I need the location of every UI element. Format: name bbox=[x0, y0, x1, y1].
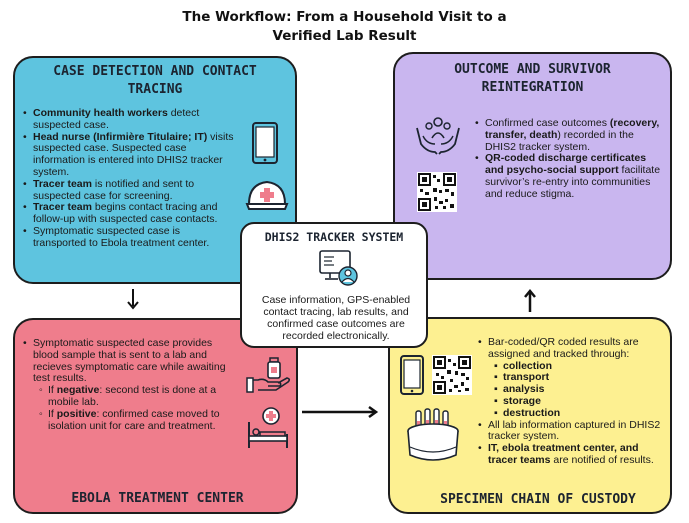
case-detection-item: Community health workers detect suspecte… bbox=[21, 107, 235, 132]
item-text: visits suspected case. Suspected case in… bbox=[33, 130, 234, 178]
item-bold: IT, ebola treatment center, and tracer t… bbox=[488, 442, 639, 466]
tablet-icon bbox=[400, 355, 424, 395]
item-text: All lab information captured in DHIS2 tr… bbox=[488, 418, 661, 443]
page-title-line-2: Verified Lab Result bbox=[272, 28, 417, 44]
specimen-item: IT, ebola treatment center, and tracer t… bbox=[476, 442, 668, 467]
ebola-center-title: EBOLA TREATMENT CENTER bbox=[71, 491, 244, 506]
specimen-item: All lab information captured in DHIS2 tr… bbox=[476, 418, 668, 444]
page-title-line-1: The Workflow: From a Household Visit to … bbox=[182, 9, 507, 25]
item-bold: positive bbox=[56, 407, 97, 420]
item-bold: Community health workers bbox=[33, 107, 168, 119]
page-title: The Workflow: From a Household Visit to … bbox=[0, 8, 689, 46]
outcome-title-line-2: REINTEGRATION bbox=[481, 80, 584, 95]
item-bold: negative bbox=[56, 384, 100, 397]
outcome-item: Confirmed case outcomes (recovery, trans… bbox=[473, 117, 663, 153]
item-text: is notified and sent to suspected case f… bbox=[33, 177, 195, 202]
item-text: Symptomatic suspected case is transporte… bbox=[33, 224, 210, 249]
item-text: Bar-coded/QR coded results are assigned … bbox=[488, 336, 639, 360]
hospital-bed-icon bbox=[248, 407, 288, 448]
case-detection-item: Head nurse (Infirmière Titulaire; IT) vi… bbox=[21, 130, 235, 179]
specimen-stage: analysis bbox=[492, 383, 668, 396]
specimen-item: Bar-coded/QR coded results are assigned … bbox=[476, 336, 668, 361]
item-bold: Head nurse (Infirmière Titulaire; IT) bbox=[33, 130, 208, 143]
arrow-up-icon bbox=[524, 289, 536, 312]
item-text: detect suspected case. bbox=[33, 107, 200, 131]
item-text: ) recorded in the DHIS2 tracker system. bbox=[485, 128, 634, 153]
case-detection-box: CASE DETECTION AND CONTACT TRACING Commu… bbox=[13, 56, 297, 284]
outcome-item: QR-coded discharge certificates and psyc… bbox=[473, 153, 663, 200]
centrifuge-icon bbox=[407, 408, 459, 461]
item-text: Symptomatic suspected case provides bloo… bbox=[33, 337, 226, 385]
item-bold: Tracer team bbox=[33, 201, 92, 214]
item-bold: (recovery, transfer, death bbox=[485, 117, 660, 141]
case-detection-item: Tracer team begins contact tracing and f… bbox=[21, 201, 235, 226]
item-text: If bbox=[48, 384, 57, 397]
arrow-right-icon bbox=[302, 405, 379, 419]
ebola-center-box: Symptomatic suspected case provides bloo… bbox=[13, 318, 298, 514]
item-text: facilitate survivor’s re-entry into comm… bbox=[485, 164, 661, 200]
outcome-list: Confirmed case outcomes (recovery, trans… bbox=[473, 117, 663, 201]
case-detection-title-line-2: TRACING bbox=[127, 82, 183, 97]
tracker-system-box: DHIS2 TRACKER SYSTEM Case information, G… bbox=[240, 222, 428, 348]
ebola-center-subitem: If positive: confirmed case moved to iso… bbox=[37, 407, 236, 433]
specimen-stage: collection bbox=[492, 360, 668, 373]
tracker-system-text: Case information, GPS-enabled contact tr… bbox=[261, 294, 411, 342]
specimen-stage: transport bbox=[492, 372, 668, 384]
qr-code-icon bbox=[417, 172, 457, 212]
case-detection-title: CASE DETECTION AND CONTACT TRACING bbox=[35, 63, 275, 99]
case-detection-item: Symptomatic suspected case is transporte… bbox=[21, 224, 235, 250]
tablet-icon bbox=[252, 122, 278, 164]
item-text: Confirmed case outcomes bbox=[485, 117, 610, 129]
ebola-center-list: Symptomatic suspected case provides bloo… bbox=[21, 337, 236, 433]
specimen-stage: storage bbox=[492, 395, 668, 408]
case-detection-item: Tracer team is notified and sent to susp… bbox=[21, 177, 235, 203]
caring-hands-icon bbox=[416, 117, 460, 155]
outcome-box: OUTCOME AND SURVIVOR REINTEGRATION Confi… bbox=[393, 52, 672, 280]
specimen-title: SPECIMEN CHAIN OF CUSTODY bbox=[440, 492, 636, 507]
ebola-center-item: Symptomatic suspected case provides bloo… bbox=[21, 337, 236, 385]
qr-code-icon bbox=[432, 355, 472, 395]
item-text: : confirmed case moved to isolation unit… bbox=[48, 407, 220, 432]
item-bold: Tracer team bbox=[33, 177, 92, 190]
arrow-down-icon bbox=[127, 289, 139, 310]
item-bold: QR-coded discharge certificates and psyc… bbox=[485, 152, 647, 177]
specimen-list: Bar-coded/QR coded results are assigned … bbox=[476, 336, 668, 467]
item-text: If bbox=[48, 407, 57, 420]
hand-vaccine-icon bbox=[246, 357, 291, 393]
case-detection-title-line-1: CASE DETECTION AND CONTACT bbox=[53, 64, 257, 79]
item-text: are notified of results. bbox=[550, 453, 654, 466]
computer-user-icon bbox=[319, 250, 358, 286]
tracker-system-title: DHIS2 TRACKER SYSTEM bbox=[264, 230, 404, 244]
specimen-stage: destruction bbox=[492, 407, 668, 420]
ebola-center-subitem: If negative: second test is done at a mo… bbox=[37, 384, 236, 409]
item-text: : second test is done at a mobile lab. bbox=[48, 384, 217, 408]
case-detection-list: Community health workers detect suspecte… bbox=[21, 107, 235, 250]
specimen-box: Bar-coded/QR coded results are assigned … bbox=[388, 317, 672, 514]
outcome-title-line-1: OUTCOME AND SURVIVOR bbox=[454, 62, 611, 77]
outcome-title: OUTCOME AND SURVIVOR REINTEGRATION bbox=[415, 61, 650, 97]
nurse-cap-icon bbox=[245, 180, 289, 210]
item-text: begins contact tracing and follow-up wit… bbox=[33, 201, 218, 226]
